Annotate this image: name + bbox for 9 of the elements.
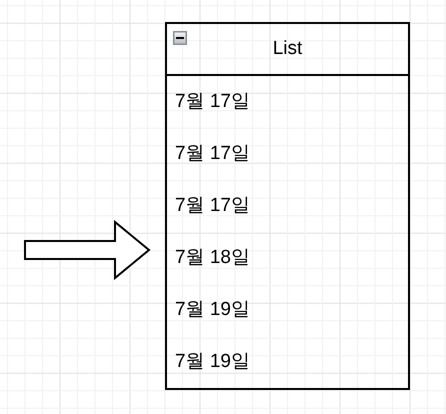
list-item: 7월 17일 [167,180,408,232]
list-item: 7월 18일 [167,232,408,284]
list-item: 7월 19일 [167,284,408,336]
block-arrow [24,220,151,280]
list-item: 7월 17일 [167,128,408,180]
list-box [165,22,410,390]
list-title: List [272,38,302,60]
list-item: 7월 19일 [167,336,408,388]
list-item: 7월 17일 [167,76,408,128]
